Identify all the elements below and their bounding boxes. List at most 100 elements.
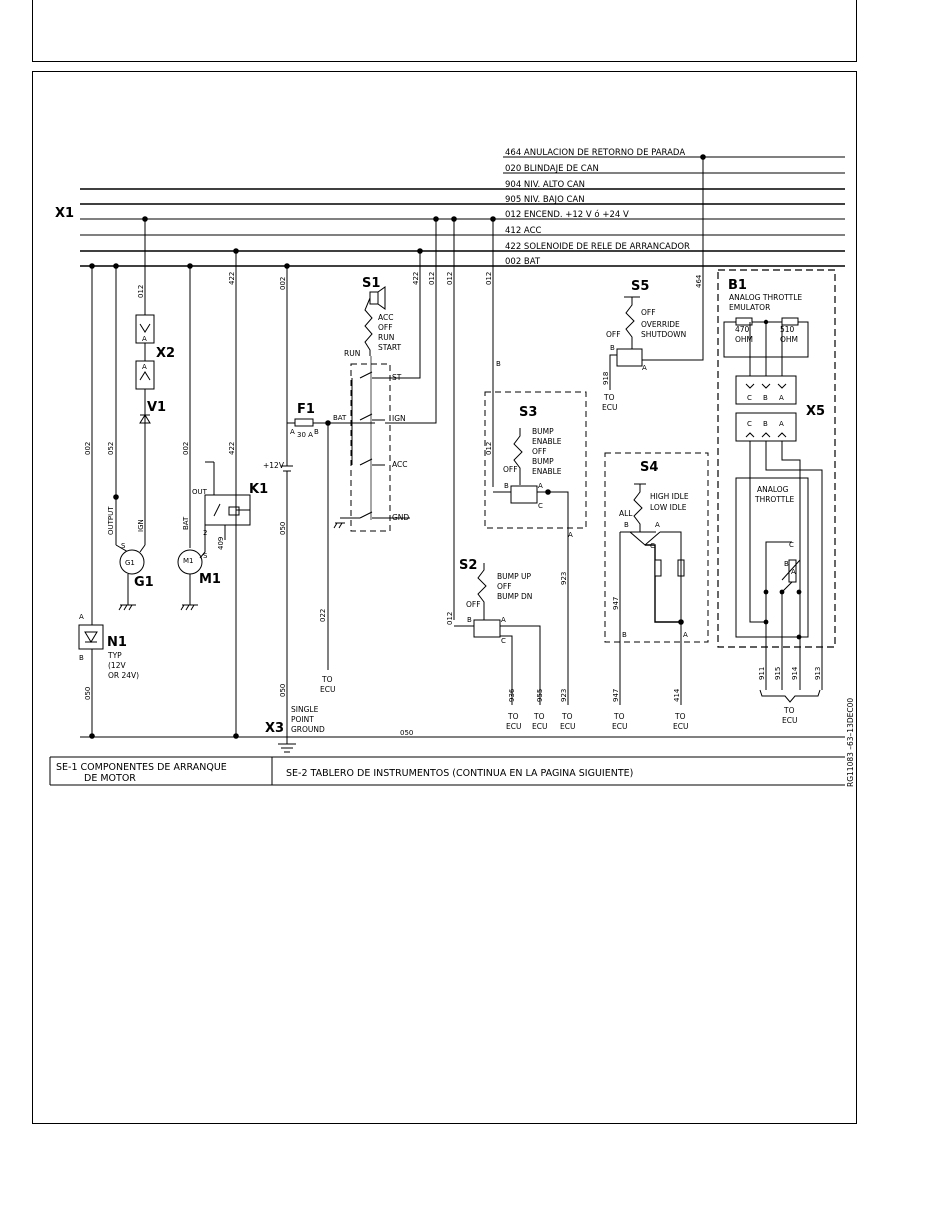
to-label: TO xyxy=(613,712,625,721)
ecu-label: ECU xyxy=(602,403,617,412)
v1-label: V1 xyxy=(147,400,166,415)
s3-pin-a2: A xyxy=(568,531,573,539)
g1-inner: G1 xyxy=(125,559,135,567)
g1-alternator xyxy=(119,549,145,575)
s5-override: OVERRIDE xyxy=(641,320,680,329)
wire-label: 012 xyxy=(446,612,454,625)
ecu-label: ECU xyxy=(506,722,521,731)
reference-code: RG11083 –63–13DEC00 xyxy=(846,698,855,787)
wire-label: 002 xyxy=(84,442,92,455)
b1-470: 470 xyxy=(735,325,750,334)
wire-label: 012 xyxy=(428,272,436,285)
s3-pin-a: A xyxy=(538,482,543,490)
s4-pin-ab: A xyxy=(683,631,688,639)
to-label: TO xyxy=(561,712,573,721)
ecu-label: ECU xyxy=(560,722,575,731)
plus12-label: +12V xyxy=(263,461,285,470)
k1-409: 409 xyxy=(217,537,225,550)
n1-typ: TYP xyxy=(107,651,122,660)
s4-pin-a: A xyxy=(655,521,660,529)
wire-label: 947 xyxy=(612,597,620,610)
at-label2: THROTTLE xyxy=(754,495,795,504)
x5-label: X5 xyxy=(806,404,825,419)
n1-component xyxy=(78,624,104,650)
wire-label: 915 xyxy=(774,667,782,680)
s5-label: S5 xyxy=(631,279,649,294)
at-a: A xyxy=(791,568,796,576)
wire-label: 022 xyxy=(319,609,327,622)
s4-label: S4 xyxy=(640,460,658,475)
bus-labels: 464 ANULACION DE RETORNO DE PARADA 020 B… xyxy=(505,148,690,267)
bus-412-label: 412 ACC xyxy=(505,226,542,236)
wire-label: 913 xyxy=(814,667,822,680)
x3-label: X3 xyxy=(265,721,284,736)
f1-amp: 30 A xyxy=(297,431,313,439)
n1-pin-a: A xyxy=(79,613,84,621)
s4-pin-b: B xyxy=(624,521,629,529)
s3-enable1: ENABLE xyxy=(532,437,562,446)
to-label: TO xyxy=(603,393,615,402)
k1-label: K1 xyxy=(249,482,268,497)
g1-ign-label: IGN xyxy=(137,519,145,532)
x5-a2: A xyxy=(779,420,784,428)
wire-label: 012 xyxy=(485,272,493,285)
se2-title: SE-2 TABLERO DE INSTRUMENTOS (CONTINUA E… xyxy=(286,768,633,779)
s3-offl: OFF xyxy=(503,465,518,474)
s2-switch xyxy=(473,619,501,638)
wire-label: 422 xyxy=(228,442,236,455)
wire-label: 955 xyxy=(536,689,544,702)
wire-label: 414 xyxy=(673,688,681,702)
bus-422-label: 422 SOLENOIDE DE RELE DE ARRANCADOR xyxy=(505,242,690,252)
point-label: POINT xyxy=(291,715,314,724)
x5-c1: C xyxy=(747,394,752,402)
bus-002-label: 002 BAT xyxy=(505,257,541,267)
s1-contacts xyxy=(359,371,385,519)
wire-label: 923 xyxy=(560,572,568,585)
n1-24v: OR 24V) xyxy=(108,671,139,680)
s4-all: ALL xyxy=(619,509,633,518)
s4-high: HIGH IDLE xyxy=(650,492,689,501)
ecu-label: ECU xyxy=(532,722,547,731)
b1-510: 510 xyxy=(780,325,795,334)
f1-pin-b: B xyxy=(314,428,319,436)
wire-label: 911 xyxy=(758,667,766,680)
s5-switch xyxy=(616,348,643,367)
s5-off2: OFF xyxy=(606,330,621,339)
single-label: SINGLE xyxy=(291,705,319,714)
s2-pin-b: B xyxy=(467,616,472,624)
s3-switch-box xyxy=(484,391,587,529)
at-c: C xyxy=(789,541,794,549)
s2-pin-c: C xyxy=(501,637,506,645)
wire-label: 923 xyxy=(560,689,568,702)
wire-label: 422 xyxy=(412,272,420,285)
s4-low: LOW IDLE xyxy=(650,503,687,512)
s3-pin-b: B xyxy=(504,482,509,490)
s1-switch-box xyxy=(350,363,391,532)
wire-label: 947 xyxy=(612,689,620,702)
s5-off: OFF xyxy=(641,308,656,317)
g1-s: S xyxy=(121,542,126,550)
m1-label: M1 xyxy=(199,572,221,587)
k1-out: OUT xyxy=(192,488,208,496)
s1-start: START xyxy=(378,343,402,352)
x2-pin: A xyxy=(142,363,147,371)
wire-label: 002 xyxy=(279,277,287,290)
s2-bumpup: BUMP UP xyxy=(497,572,532,581)
wire-label: 050 xyxy=(279,522,287,535)
s1-label: S1 xyxy=(362,276,380,291)
to-label: TO xyxy=(674,712,686,721)
s2-off: OFF xyxy=(497,582,512,591)
s3-bump2: BUMP xyxy=(532,457,554,466)
s1-ign: IGN xyxy=(392,414,406,423)
f1-label: F1 xyxy=(297,402,315,417)
x5-c2: C xyxy=(747,420,752,428)
s3-b-top: B xyxy=(496,360,501,368)
s3-bump1: BUMP xyxy=(532,427,554,436)
wire-label: 012 xyxy=(137,285,145,298)
se1-title: SE-1 COMPONENTES DE ARRANQUE xyxy=(56,762,227,773)
ground-label: GROUND xyxy=(291,725,325,734)
s2-pin-a: A xyxy=(501,616,506,624)
s4-pin-bb: B xyxy=(622,631,627,639)
wire-label: 422 xyxy=(228,272,236,285)
